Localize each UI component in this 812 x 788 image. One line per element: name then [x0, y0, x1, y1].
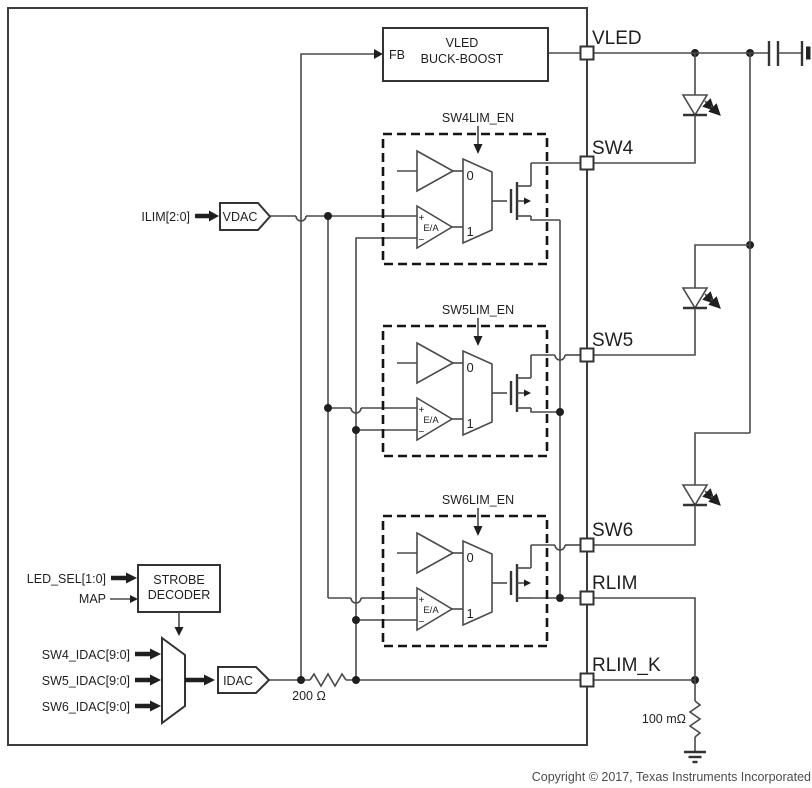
decoder-label-line2: DECODER: [148, 588, 211, 602]
channel-block-sw5: SW5LIM_EN + E/A − 0 1: [381, 303, 549, 458]
sw4-lim-en-arrow-icon: [473, 144, 483, 154]
sw5-lim-en-label: SW5LIM_EN: [442, 303, 514, 317]
sw6-idac-arrow-icon: [150, 700, 161, 712]
sw6-lim-en-label: SW6LIM_EN: [442, 493, 514, 507]
sw4-pin-label: SW4: [592, 138, 634, 159]
rlim-pin-label: RLIM: [592, 573, 637, 594]
vdac-icon: [219, 202, 272, 231]
sw6-idac-signal-label: SW6_IDAC[9:0]: [42, 700, 130, 714]
sw6-pin-label: SW6: [592, 520, 633, 541]
internal-wires: [269, 49, 580, 688]
map-signal-label: MAP: [79, 592, 106, 606]
error-amp-icon: [416, 204, 454, 250]
rlim-k-pin-label: RLIM_K: [592, 655, 661, 676]
led-sel-signal-label: LED_SEL[1:0]: [27, 572, 106, 586]
ea-minus-label: −: [419, 235, 425, 246]
chip-boundary: [7, 7, 588, 746]
mosfet-icon: [509, 163, 532, 220]
capacitor-icon: [806, 46, 811, 60]
input-mux-icon: [161, 636, 186, 725]
sw5-lim-en-arrow-icon: [473, 336, 483, 346]
mux-input-0-label: 0: [467, 360, 474, 375]
sw4-idac-arrow-icon: [150, 648, 161, 660]
sense-resistor-label: 100 mΩ: [642, 712, 686, 726]
mux-input-0-label: 0: [467, 550, 474, 565]
mux-input-0-label: 0: [467, 168, 474, 183]
sw5-idac-arrow-icon: [150, 674, 161, 686]
mux-icon: [462, 539, 493, 627]
rlim-pin: [579, 590, 595, 606]
idac-label: IDAC: [223, 674, 253, 688]
buck-boost-name-line2: BUCK-BOOST: [421, 52, 504, 66]
error-amp-icon: [416, 396, 454, 442]
ea-minus-label: −: [419, 617, 425, 628]
ilim-arrow-icon: [209, 210, 219, 222]
mux-input-1-label: 1: [467, 224, 474, 239]
vdac-label: VDAC: [223, 210, 258, 224]
mux-input-1-label: 1: [467, 606, 474, 621]
ea-plus-label: +: [419, 213, 425, 224]
buck-boost-name-line1: VLED: [446, 36, 479, 50]
sw4-lim-en-label: SW4LIM_EN: [442, 111, 514, 125]
series-resistor-label: 200 Ω: [292, 689, 326, 703]
idac-icon: [217, 666, 271, 694]
rlim-k-pin: [579, 672, 595, 688]
comparator-icon: [416, 531, 455, 575]
comparator-icon: [416, 149, 455, 193]
mosfet-icon: [509, 545, 532, 602]
chip-pins: VLED SW4 SW5 SW6 RLIM RLIM_K: [579, 28, 661, 688]
ilim-signal-label: ILIM[2:0]: [141, 210, 190, 224]
sense-resistor-icon: [688, 700, 702, 738]
led-icon: [681, 94, 721, 117]
external-wires: 100 mΩ: [594, 41, 811, 764]
channel-block-sw4: SW4LIM_EN + E/A − 0 1: [381, 111, 549, 266]
ea-label: E/A: [423, 605, 439, 616]
channel-block-sw6: SW6LIM_EN + E/A − 0 1: [381, 493, 549, 648]
mux-icon: [462, 157, 493, 245]
vdac-block: ILIM[2:0] VDAC: [141, 202, 272, 231]
mux-icon: [462, 349, 493, 437]
ea-plus-label: +: [419, 405, 425, 416]
sw4-idac-signal-label: SW4_IDAC[9:0]: [42, 648, 130, 662]
series-resistor-icon: [309, 672, 347, 688]
idac-block: IDAC: [217, 666, 271, 694]
copyright-text: Copyright © 2017, Texas Instruments Inco…: [532, 770, 811, 784]
sw6-lim-en-arrow-icon: [473, 526, 483, 536]
sw5-idac-signal-label: SW5_IDAC[9:0]: [42, 674, 130, 688]
fb-pin-label: FB: [389, 48, 405, 62]
sw5-pin-label: SW5: [592, 330, 633, 351]
led-sel-arrow-icon: [126, 572, 137, 584]
mosfet-icon: [509, 355, 532, 412]
mux-input-1-label: 1: [467, 416, 474, 431]
idac-select-mux: SW4_IDAC[9:0] SW5_IDAC[9:0] SW6_IDAC[9:0…: [42, 636, 215, 725]
ea-minus-label: −: [419, 427, 425, 438]
decoder-label-line1: STROBE: [153, 573, 204, 587]
ea-plus-label: +: [419, 595, 425, 606]
map-arrow-icon: [130, 595, 138, 603]
junction-dots: [297, 49, 754, 684]
vled-pin-label: VLED: [592, 28, 642, 49]
buck-boost-block: FB VLED BUCK-BOOST: [382, 27, 549, 82]
ea-label: E/A: [423, 415, 439, 426]
sw5-pin: [579, 347, 595, 363]
sw4-pin: [579, 155, 595, 171]
led-icon: [681, 484, 721, 507]
mux-output-arrow-icon: [204, 674, 215, 686]
error-amp-icon: [416, 586, 454, 632]
led-icon: [681, 287, 721, 310]
ground-icon: [684, 750, 706, 764]
vled-pin: [579, 45, 595, 61]
comparator-icon: [416, 341, 455, 385]
decoder-select-arrow-icon: [174, 627, 184, 636]
sw6-pin: [579, 537, 595, 553]
strobe-decoder-block: LED_SEL[1:0] MAP STROBE DECODER: [27, 564, 221, 636]
ea-label: E/A: [423, 223, 439, 234]
